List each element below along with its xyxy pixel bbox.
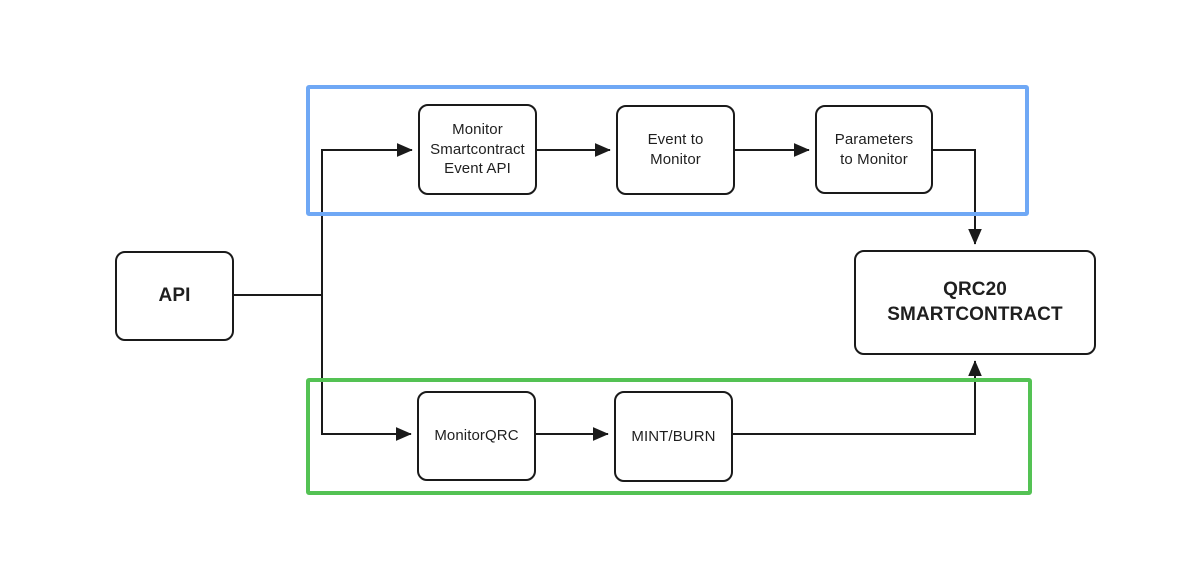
node-event-monitor[interactable]: Event to Monitor <box>616 105 735 195</box>
node-mint-burn[interactable]: MINT/BURN <box>614 391 733 482</box>
node-label-mint-burn: MINT/BURN <box>631 427 716 445</box>
node-label-qrc20: QRC20 SMARTCONTRACT <box>887 278 1063 325</box>
blue-group-container <box>306 85 1029 216</box>
node-label-params-monitor: Parameters to Monitor <box>834 130 914 168</box>
green-group-container <box>306 378 1032 495</box>
node-label-monitor-qrc: MonitorQRC <box>434 427 519 445</box>
node-label-monitor-sc-api: Monitor Smartcontract Event API <box>430 120 525 178</box>
node-qrc20[interactable]: QRC20 SMARTCONTRACT <box>854 250 1096 355</box>
node-params-monitor[interactable]: Parameters to Monitor <box>815 105 933 194</box>
node-api[interactable]: API <box>115 251 234 341</box>
node-monitor-sc-api[interactable]: Monitor Smartcontract Event API <box>418 104 537 195</box>
node-label-event-monitor: Event to Monitor <box>647 131 704 168</box>
node-label-api: API <box>158 284 191 306</box>
node-monitor-qrc[interactable]: MonitorQRC <box>417 391 536 481</box>
